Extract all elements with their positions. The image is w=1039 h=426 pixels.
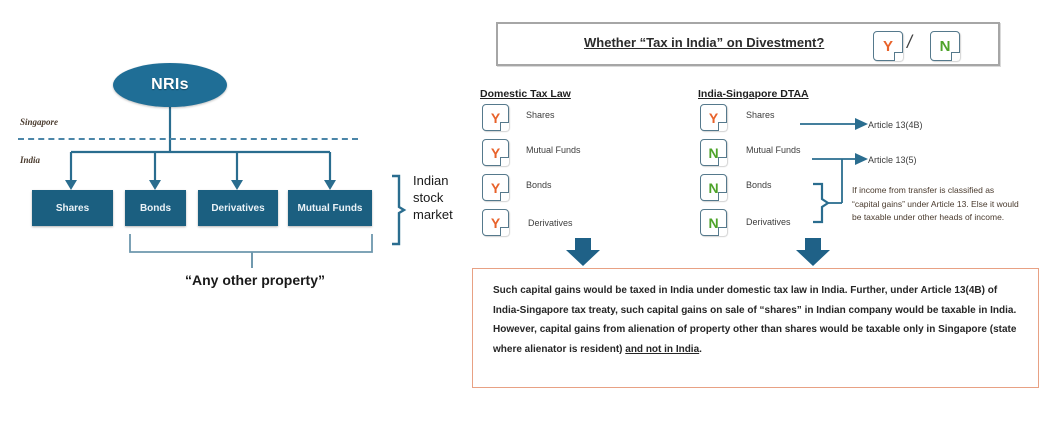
asset-box-derivatives[interactable]: Derivatives xyxy=(198,190,278,226)
header-no-token[interactable]: N xyxy=(930,31,960,61)
nri-node-label: NRIs xyxy=(151,76,189,93)
dtaa-token-derivatives[interactable]: N xyxy=(700,209,727,236)
asset-box-bonds[interactable]: Bonds xyxy=(125,190,186,226)
page-title: Whether “Tax in India” on Divestment? xyxy=(584,35,825,50)
article-label-13-4b: Article 13(4B) xyxy=(868,120,923,130)
down-arrow-dtaa xyxy=(796,238,830,266)
conclusion-box: Such capital gains would be taxed in Ind… xyxy=(472,268,1039,388)
label-indian-stock-market: Indian stock market xyxy=(413,173,453,222)
dtaa-token-mutual-funds[interactable]: N xyxy=(700,139,727,166)
domestic-token-bonds[interactable]: Y xyxy=(482,174,509,201)
label-india: India xyxy=(20,155,41,165)
dtaa-label-shares: Shares xyxy=(746,110,775,120)
header-yes-label: Y xyxy=(882,37,893,55)
header-separator: / xyxy=(907,32,913,52)
domestic-token-shares[interactable]: Y xyxy=(482,104,509,131)
header-yes-token[interactable]: Y xyxy=(873,31,903,61)
down-arrow-domestic xyxy=(566,238,600,266)
dtaa-label-mutual-funds: Mutual Funds xyxy=(746,145,801,155)
asset-box-mutual-funds[interactable]: Mutual Funds xyxy=(288,190,372,226)
column-heading-india-singapore-dtaa: India-Singapore DTAA xyxy=(698,88,809,100)
domestic-label-shares: Shares xyxy=(526,110,555,120)
nri-structure-diagram: NRIs Singapore India Shares Bonds Deriva… xyxy=(0,0,470,426)
conclusion-part-3: . xyxy=(699,343,702,355)
asset-box-shares[interactable]: Shares xyxy=(32,190,113,226)
conclusion-emphasis: and not in India xyxy=(625,343,700,355)
dtaa-token-shares[interactable]: Y xyxy=(700,104,727,131)
conclusion-text: Such capital gains would be taxed in Ind… xyxy=(493,281,1021,359)
side-note-text: If income from transfer is classified as… xyxy=(852,185,1019,222)
label-singapore: Singapore xyxy=(20,117,59,127)
label-any-other-property: “Any other property” xyxy=(184,272,325,288)
domestic-label-bonds: Bonds xyxy=(526,180,552,190)
domestic-label-mutual-funds: Mutual Funds xyxy=(526,145,581,155)
domestic-token-derivatives[interactable]: Y xyxy=(482,209,509,236)
dtaa-token-bonds[interactable]: N xyxy=(700,174,727,201)
dtaa-label-derivatives: Derivatives xyxy=(746,217,791,227)
domestic-label-derivatives: Derivatives xyxy=(528,218,573,228)
column-heading-domestic-tax-law: Domestic Tax Law xyxy=(480,88,571,100)
article-label-13-5: Article 13(5) xyxy=(868,155,917,165)
border-dashed-line xyxy=(18,138,358,140)
nri-node: NRIs xyxy=(113,63,227,107)
dtaa-label-bonds: Bonds xyxy=(746,180,772,190)
tax-analysis-panel: Whether “Tax in India” on Divestment? Y … xyxy=(470,0,1039,426)
question-header-box: Whether “Tax in India” on Divestment? Y … xyxy=(496,22,1000,66)
header-no-label: N xyxy=(939,37,951,55)
conclusion-part-1: Such capital gains would be taxed in Ind… xyxy=(493,285,1017,355)
domestic-token-mutual-funds[interactable]: Y xyxy=(482,139,509,166)
